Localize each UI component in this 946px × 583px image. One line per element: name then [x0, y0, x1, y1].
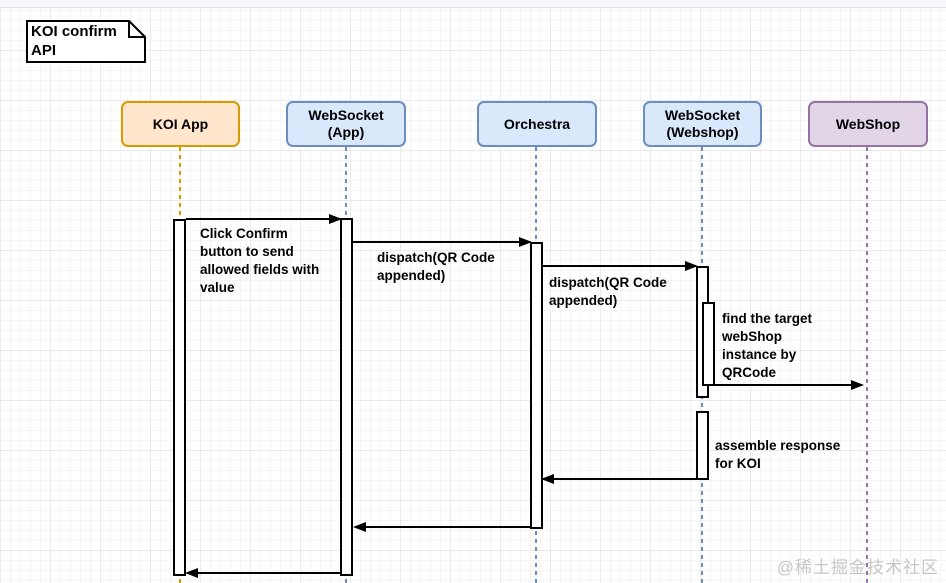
- canvas-top-strip: [0, 0, 946, 8]
- message-label-click-confirm: Click Confirm button to send allowed fie…: [200, 226, 320, 295]
- activation-bar-websocket-app: [340, 218, 353, 576]
- participant-websocket-webshop: WebSocket (Webshop): [643, 101, 762, 147]
- arrowhead-icon: [185, 568, 198, 578]
- activation-bar-koi-app: [173, 219, 186, 576]
- message-label-find-webshop: find the target webShop instance by QRCo…: [722, 311, 812, 380]
- participant-label: WebSocket (Webshop): [664, 107, 741, 140]
- participant-label: KOI App: [152, 115, 209, 132]
- activation-bar-orchestra: [530, 242, 543, 529]
- participant-koi-app: KOI App: [121, 101, 240, 147]
- arrow-find-webshop-instance: [715, 380, 864, 390]
- arrowhead-icon: [541, 474, 554, 484]
- arrowhead-icon: [329, 214, 342, 224]
- activation-bar-websocket-webshop-nested: [702, 302, 715, 386]
- arrow-click-confirm: [186, 214, 342, 224]
- arrowhead-icon: [685, 261, 698, 271]
- arrowhead-icon: [353, 522, 366, 532]
- arrowhead-icon: [851, 380, 864, 390]
- participant-websocket-app: WebSocket (App): [286, 101, 406, 147]
- participant-label: WebSocket (App): [308, 107, 384, 140]
- activation-bar-websocket-webshop-2: [696, 411, 709, 480]
- participant-webshop: WebShop: [808, 101, 928, 147]
- arrowhead-icon: [519, 237, 532, 247]
- arrow-return-to-websocket-app: [353, 522, 530, 532]
- title-note: KOI confirm API: [26, 20, 146, 63]
- arrow-assemble-response-return: [541, 474, 696, 484]
- note-shape: [26, 20, 146, 63]
- participant-label: WebShop: [835, 115, 901, 132]
- message-label-assemble-response: assemble response for KOI: [715, 438, 841, 471]
- arrow-return-to-koi-app: [185, 568, 340, 578]
- message-label-dispatch-webshop: dispatch(QR Code appended): [549, 275, 667, 308]
- watermark: @稀土掘金技术社区: [776, 558, 939, 577]
- message-label-dispatch-app: dispatch(QR Code appended): [377, 250, 495, 283]
- arrow-dispatch-to-websocket-webshop: [543, 261, 698, 271]
- title-note-text: KOI confirm API: [31, 23, 117, 59]
- lifeline-webshop: [866, 147, 868, 583]
- arrow-dispatch-to-orchestra: [353, 237, 532, 247]
- participant-label: Orchestra: [503, 115, 571, 132]
- participant-orchestra: Orchestra: [477, 101, 597, 147]
